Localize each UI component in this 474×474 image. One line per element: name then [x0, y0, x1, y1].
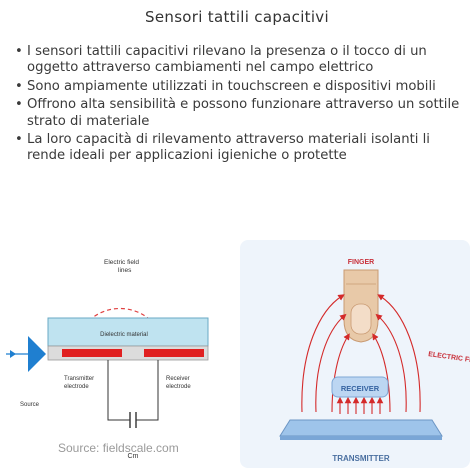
- bullet-dot: •: [15, 132, 23, 148]
- source-triangle-icon: [28, 336, 46, 372]
- mutual-capacitance-diagram: Dielectric material Source Electric fiel…: [6, 240, 234, 468]
- transmitter-electrode: [62, 349, 122, 357]
- page-title: Sensori tattili capacitivi: [145, 8, 329, 26]
- bullet-item: •Offrono alta sensibilità e possono funz…: [15, 97, 467, 130]
- finger-icon: [343, 269, 379, 343]
- receiver-block: [331, 376, 389, 398]
- field-arrow-right-mid: [375, 313, 407, 413]
- receiver-label-line2: electrode: [166, 384, 191, 390]
- mutual-capacitance-svg: Dielectric material Source Electric fiel…: [6, 259, 209, 460]
- source-arrow-icon: [10, 350, 16, 358]
- bullet-dot: •: [15, 78, 23, 94]
- field-arrow-left-inner: [331, 333, 350, 413]
- source-label: Source: [20, 402, 40, 408]
- source-watermark: Source: fieldscale.com: [58, 441, 179, 455]
- finger-label: FINGER: [348, 259, 374, 266]
- bullet-item: •Sono ampiamente utilizzati in touchscre…: [15, 79, 467, 95]
- electric-field-arrows: [301, 294, 421, 413]
- bullet-item: •La loro capacità di rilevamento attrave…: [15, 132, 467, 165]
- transmitter-plate: [279, 419, 443, 437]
- bullet-item: • I sensori tattili capacitivi rilevano l…: [15, 44, 467, 77]
- field-arrow-left-mid: [315, 313, 347, 413]
- receiver-label: RECEIVER: [341, 384, 380, 393]
- bullet-dot: •: [15, 44, 23, 59]
- transmitter-label-line1: Transmitter: [64, 376, 94, 382]
- field-arrow-right-inner: [372, 333, 391, 413]
- receiver-label-line1: Receiver: [166, 376, 190, 382]
- cm-label: Cm: [128, 453, 139, 460]
- field-arrow-right-outer: [377, 294, 421, 413]
- bullet-text: Offrono alta sensibilità e possono funzi…: [27, 97, 460, 129]
- transmitter-plate-edge: [280, 436, 442, 440]
- dielectric-layer: [47, 317, 209, 347]
- finger-field-svg: FINGER R: [240, 240, 470, 468]
- transmitter-label-line2: electrode: [64, 384, 89, 390]
- transmitter-label: TRANSMITTER: [332, 454, 390, 463]
- bullet-text: La loro capacità di rilevamento attraver…: [27, 132, 430, 164]
- bullet-dot: •: [15, 97, 23, 113]
- bullet-text: Sono ampiamente utilizzati in touchscree…: [27, 78, 436, 94]
- receiver-electrode: [144, 349, 204, 357]
- bullet-text: I sensori tattili capacitivi rilevano la…: [27, 44, 427, 76]
- receiver-field-arrows: [336, 396, 384, 414]
- dielectric-label: Dielectric material: [100, 332, 148, 338]
- circuit-wire-right: [136, 360, 159, 421]
- capacitor-circuit: [107, 360, 159, 428]
- field-arrow-left-outer: [301, 294, 345, 413]
- finger-field-diagram: FINGER R: [240, 240, 470, 468]
- circuit-wire-left: [107, 360, 130, 421]
- field-label-line1: Electric field: [104, 259, 139, 266]
- bullet-list: •I sensori tattili capacitivi rilevano l…: [15, 44, 467, 167]
- field-label-line2: lines: [118, 267, 132, 274]
